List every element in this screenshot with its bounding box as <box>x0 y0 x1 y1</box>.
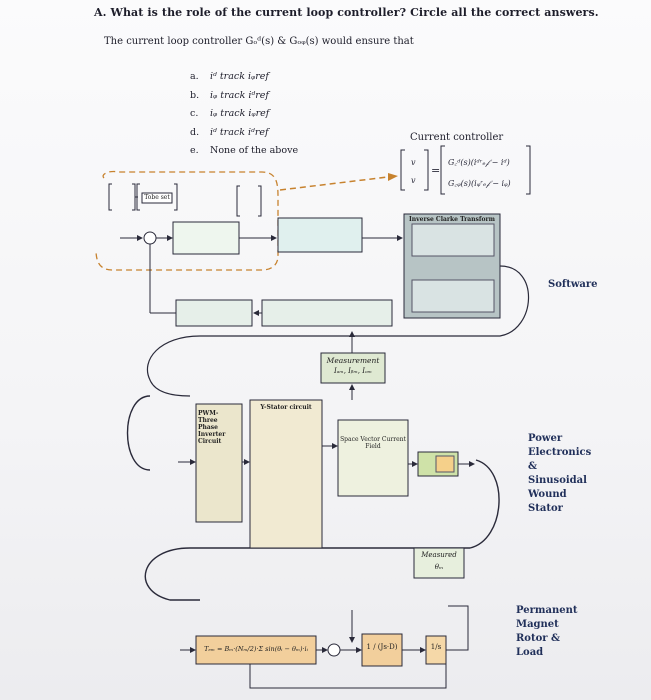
svg-text:v: v <box>411 176 416 185</box>
label-line: Magnet <box>516 619 559 630</box>
controller-dashed-outline <box>95 170 397 271</box>
tobe-set-label: Tobe set <box>144 194 170 201</box>
option-e[interactable]: e. None of the above <box>190 142 298 161</box>
label-line: Power <box>528 433 563 444</box>
label-line: Electronics <box>528 447 592 458</box>
option-text: iᵈ track iᵩref <box>210 71 269 82</box>
current-controller-label: Current controller <box>410 132 504 143</box>
software-label: Software <box>548 279 598 290</box>
option-key: e. <box>190 145 199 157</box>
feedback-transfer: 1 / (Js·D) <box>366 643 398 651</box>
option-key: b. <box>190 89 200 101</box>
pwm-label: PWM-Three Phase Inverter Circuit <box>198 410 226 445</box>
torque-equation: Tₑₘ = Bₘ·(Nₘ/2)·Σ sin(θᵢ − θₘ)·iᵢ <box>204 645 308 653</box>
svg-text:G꜀ᵩ(s)(iᵩʳₑ𝒻 − iᵩ): G꜀ᵩ(s)(iᵩʳₑ𝒻 − iᵩ) <box>448 179 511 188</box>
measured-label: Measured <box>421 551 457 559</box>
svg-text:v: v <box>411 158 416 167</box>
label-line: Sinusoidal <box>528 475 587 486</box>
current-controller-matrix: v v = G꜀ᵈ(s)(iᵈʳₑ𝒻 − iᵈ) G꜀ᵩ(s)(iᵩʳₑ𝒻 − … <box>400 145 531 195</box>
question-title: A. What is the role of the current loop … <box>94 6 599 19</box>
option-c[interactable]: c. iᵩ track iᵩref <box>190 105 298 124</box>
svg-text:=: = <box>431 164 440 177</box>
y-stator-label: Y-Stator circuit <box>260 404 312 411</box>
label-line: & <box>528 461 538 472</box>
option-text: None of the above <box>210 145 299 157</box>
permanent-magnet-label: Permanent Magnet Rotor & Load <box>516 604 577 660</box>
option-text: iᵩ track iᵈref <box>210 89 269 101</box>
label-line: Load <box>516 647 544 658</box>
option-text: iᵩ track iᵩref <box>210 108 270 120</box>
label-line: Stator <box>528 503 563 514</box>
option-key: a. <box>190 71 199 82</box>
integrator-block: 1/s <box>430 643 442 651</box>
measured-sub: θₘ <box>434 563 444 571</box>
space-vector-label: Space Vector Current Field <box>340 436 406 450</box>
option-a[interactable]: a. iᵈ track iᵩref <box>190 68 298 87</box>
option-d[interactable]: d. iᵈ track iᵈref <box>190 124 298 143</box>
label-line: Rotor & <box>516 633 561 644</box>
power-electronics-label: Power Electronics & Sinusoidal Wound Sta… <box>528 432 591 516</box>
option-key: d. <box>190 126 200 138</box>
answer-options: a. iᵈ track iᵩref b. iᵩ track iᵈref c. iᵩ t… <box>190 68 298 161</box>
option-text: iᵈ track iᵈref <box>210 126 269 138</box>
question-stem: The current loop controller Gₒᵈ(s) & Gₒᵩ… <box>104 36 414 47</box>
measurement-label: Measurement <box>326 356 380 365</box>
svg-text:G꜀ᵈ(s)(iᵈʳₑ𝒻 − iᵈ): G꜀ᵈ(s)(iᵈʳₑ𝒻 − iᵈ) <box>448 158 510 167</box>
inverse-clarke-label: Inverse Clarke Transform <box>409 216 495 223</box>
label-line: Wound <box>528 489 567 500</box>
option-b[interactable]: b. iᵩ track iᵈref <box>190 87 298 106</box>
measurement-sub: Iₐₘ, Iᵦₘ, Iₒₘ <box>334 367 372 375</box>
option-key: c. <box>190 108 199 120</box>
label-line: Permanent <box>516 605 578 616</box>
